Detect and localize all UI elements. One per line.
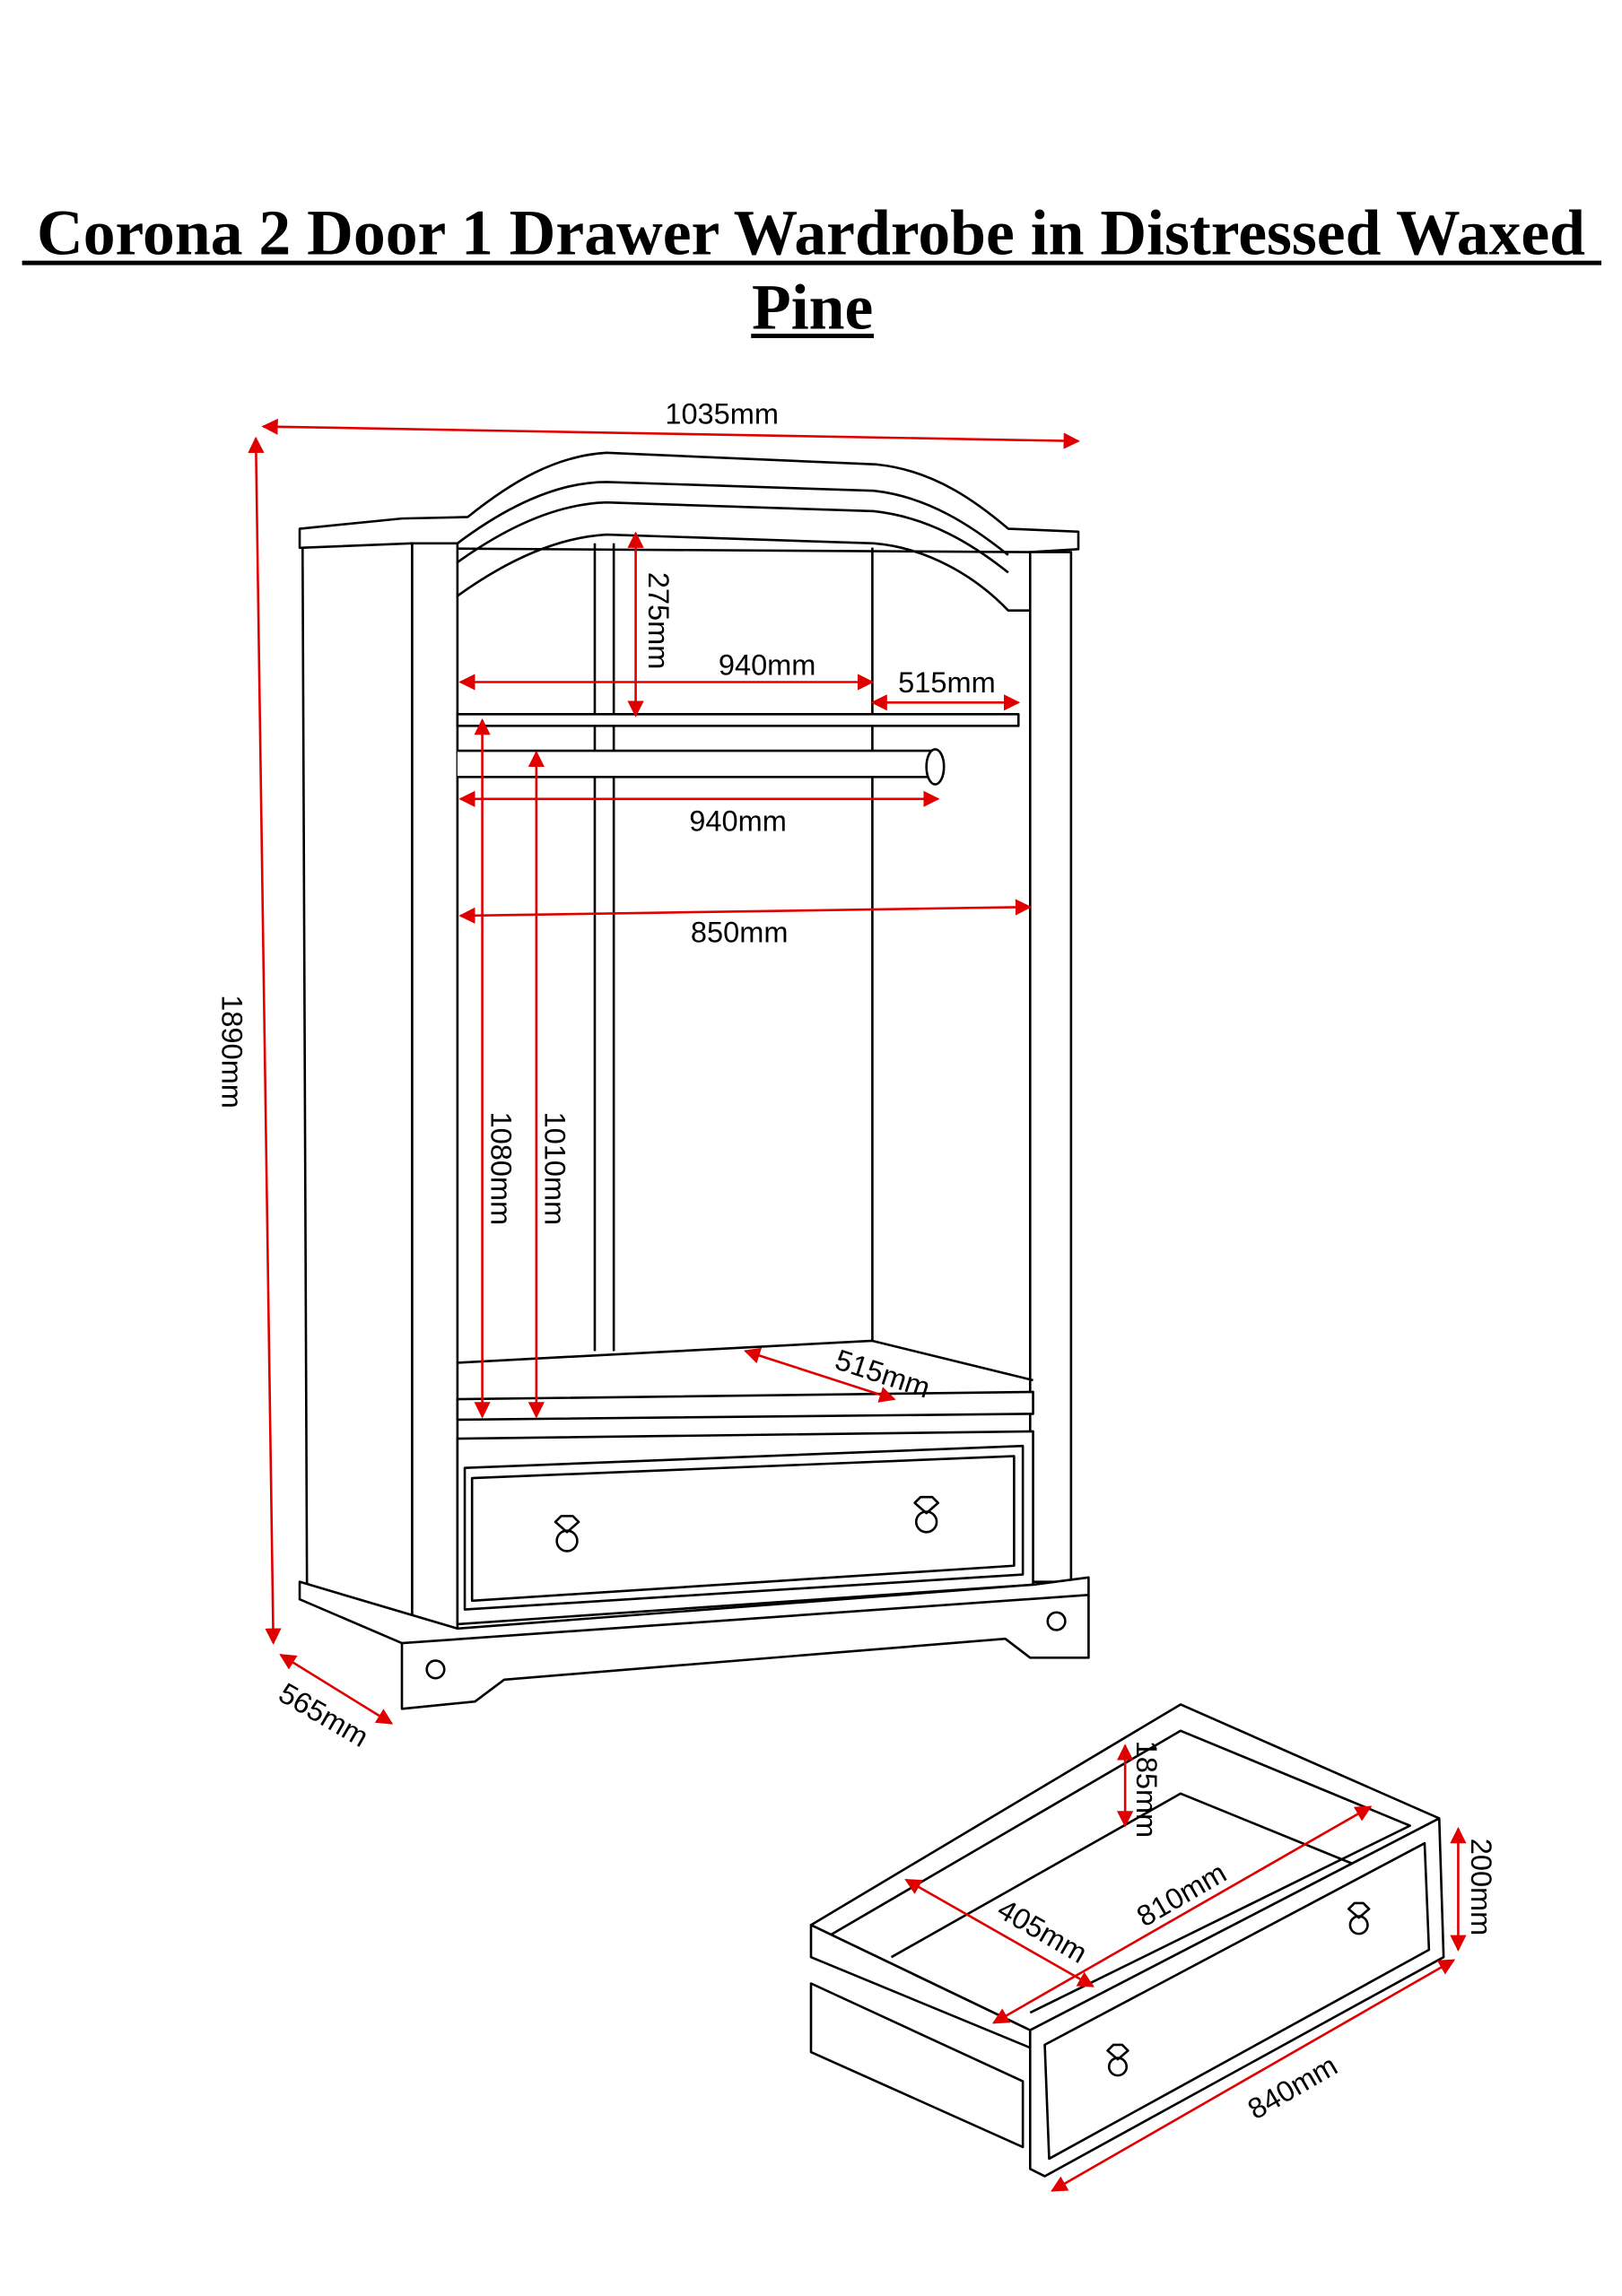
width-label: 1035mm xyxy=(665,397,779,430)
rail-width-label: 940mm xyxy=(689,805,787,838)
dimension-arrows xyxy=(248,418,1467,2192)
title-line-1: Corona 2 Door 1 Drawer Wardrobe in Distr… xyxy=(37,197,1585,268)
internal-width-label: 850mm xyxy=(691,916,789,948)
top-gap-label: 275mm xyxy=(642,572,675,670)
shelf-width-label: 940mm xyxy=(719,648,816,681)
drawer-height-label: 200mm xyxy=(1465,1839,1497,1936)
height-label: 1890mm xyxy=(216,995,249,1109)
depth-label: 565mm xyxy=(274,1676,374,1752)
drawer-internal-height-label: 185mm xyxy=(1130,1741,1163,1839)
shelf-depth-label: 515mm xyxy=(898,666,996,699)
handle-icon xyxy=(913,1495,939,1534)
hanging-height-shelf-label: 1080mm xyxy=(484,1111,517,1225)
hanging-height-rail-label: 1010mm xyxy=(539,1111,571,1225)
drawer-drawing xyxy=(809,1703,1445,2178)
title-line-2: Pine xyxy=(752,272,873,343)
handle-icon xyxy=(554,1515,580,1552)
wardrobe-drawing xyxy=(298,451,1090,1710)
